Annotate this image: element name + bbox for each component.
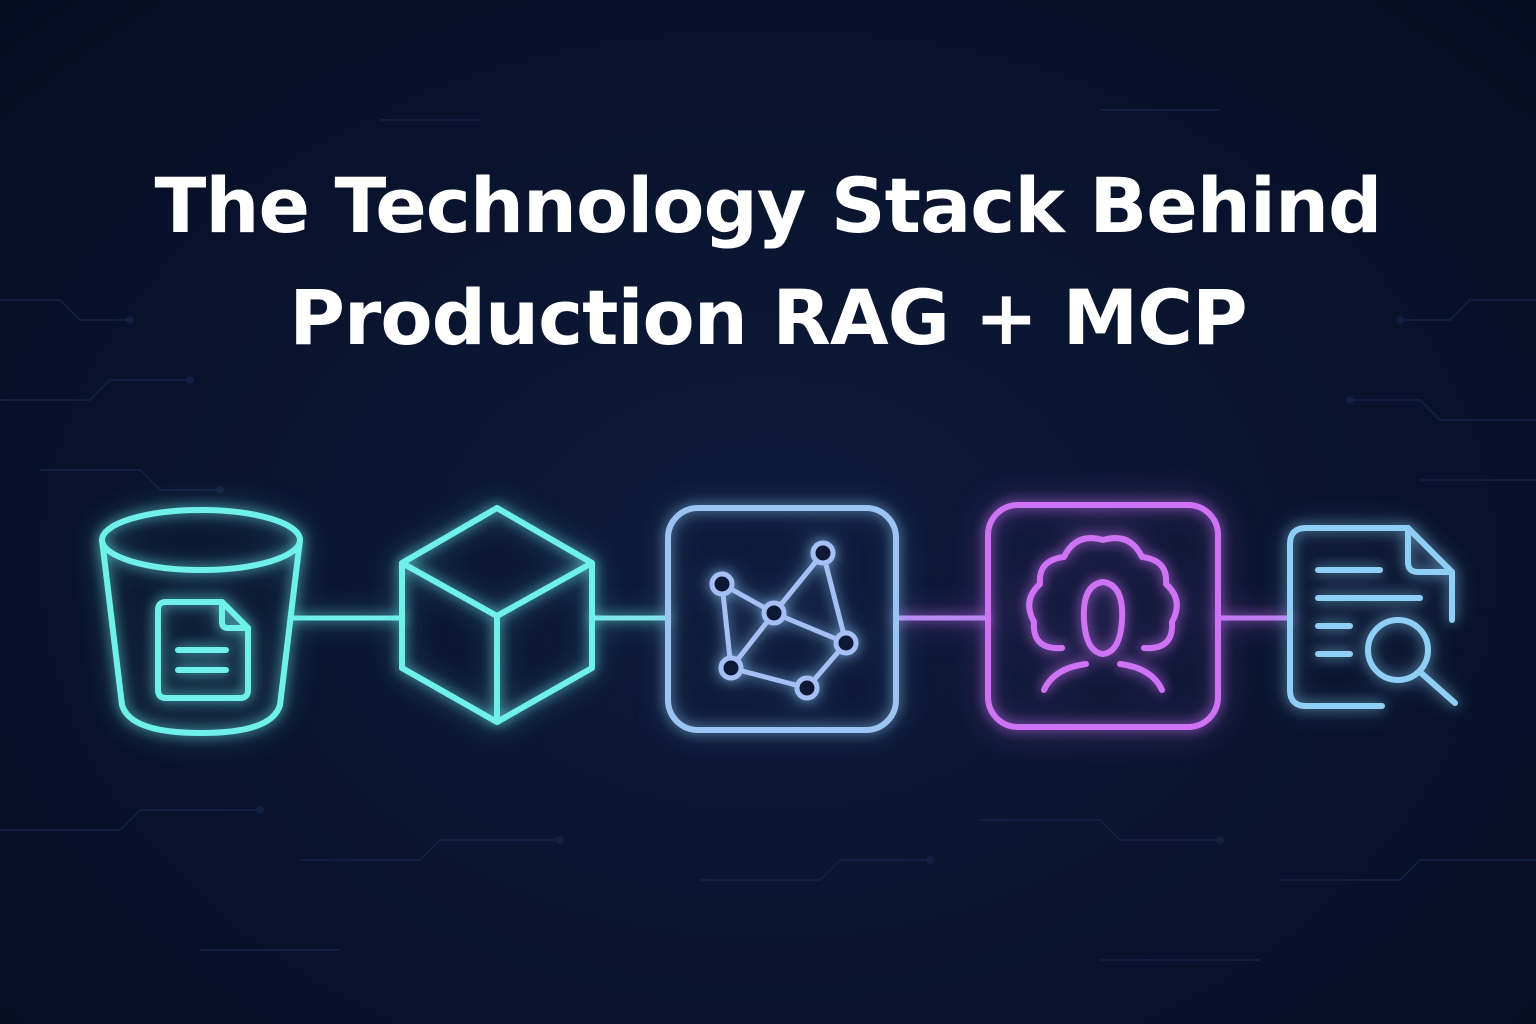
title-line-1: The Technology Stack Behind bbox=[154, 161, 1383, 250]
title-line-2: Production RAG + MCP bbox=[289, 273, 1248, 362]
document-search-icon bbox=[1287, 525, 1458, 709]
bucket-document-icon bbox=[99, 507, 303, 736]
cube-icon bbox=[399, 505, 595, 725]
graph-network-icon bbox=[665, 505, 899, 733]
brain-person-icon bbox=[985, 502, 1221, 730]
page-title: The Technology Stack Behind Production R… bbox=[0, 150, 1536, 374]
